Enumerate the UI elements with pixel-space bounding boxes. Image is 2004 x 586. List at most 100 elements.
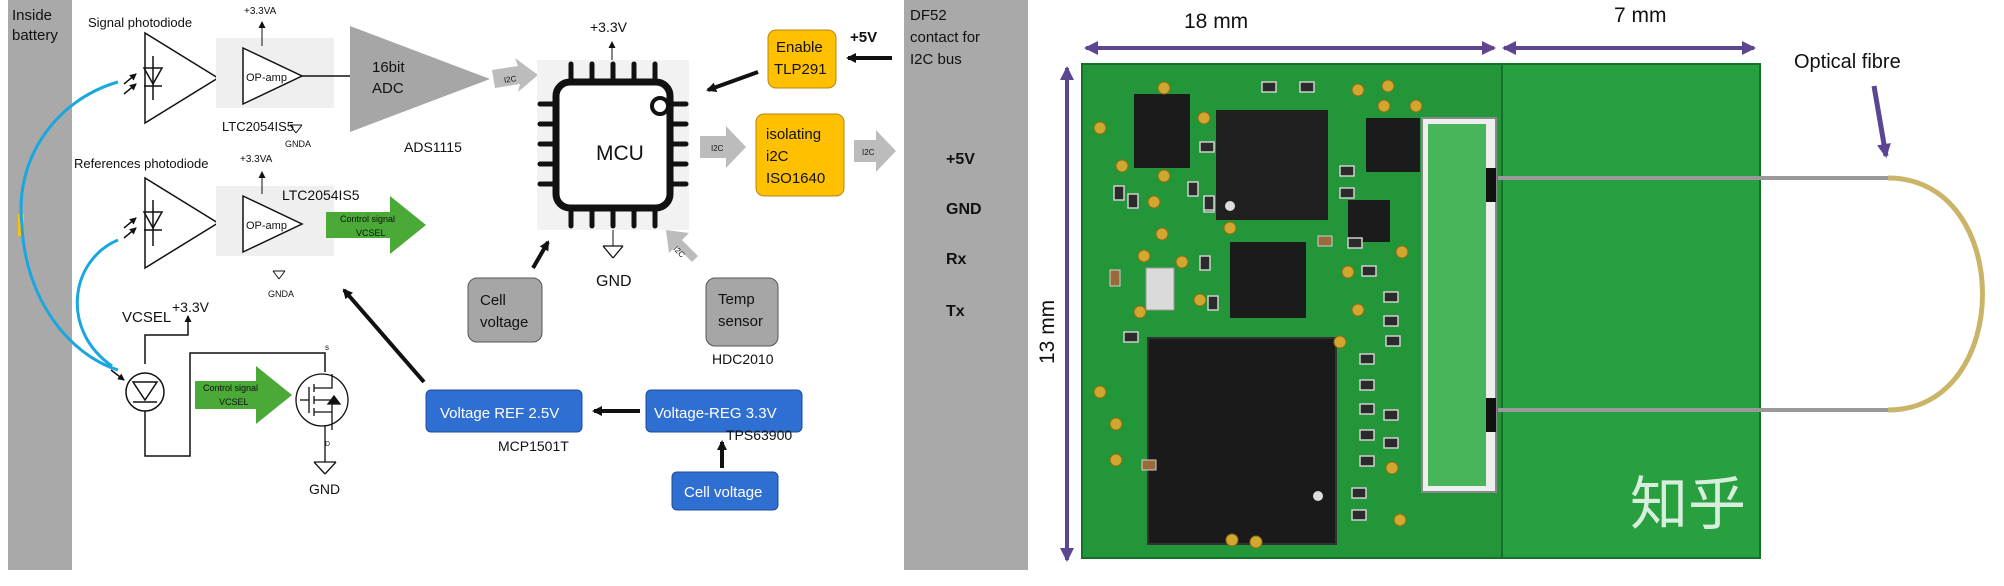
- battery-bar: [8, 0, 72, 570]
- adc-label-1: 16bit: [372, 59, 405, 76]
- cell-voltage-label-2: voltage: [480, 314, 528, 331]
- svg-text:VCSEL: VCSEL: [219, 397, 249, 407]
- dim-13-label: 13 mm: [1036, 300, 1059, 364]
- vdd-3v3va-top: +3.3VA: [244, 6, 277, 17]
- df52-bar: [904, 0, 1028, 570]
- mcu-vdd-label: +3.3V: [590, 19, 628, 35]
- df52-label-1: DF52: [910, 7, 947, 24]
- signal-photodiode-symbol: [123, 56, 164, 100]
- cell-voltage-block: [467, 277, 543, 343]
- isolator-block: [755, 113, 845, 197]
- pcb-render: 18 mm 7 mm 13 mm Optical fibre: [1036, 4, 1985, 562]
- gnda-2-label: GNDA: [268, 289, 294, 299]
- vref-block: [425, 389, 583, 433]
- watermark: 知乎 @木村: [1630, 470, 1938, 538]
- ic-mid: [1230, 242, 1306, 318]
- pcb-passives: [1113, 81, 1401, 521]
- pin-tx: Tx: [946, 303, 965, 320]
- white-sensor: [1145, 267, 1175, 311]
- ic-top-left: [1134, 94, 1190, 168]
- gnda-1-symbol: [289, 124, 303, 134]
- temp-sensor-block: [705, 277, 779, 347]
- enable-label-1: Enable: [776, 39, 823, 56]
- pin-gnd: GND: [946, 201, 982, 218]
- vreg-block: [645, 389, 803, 433]
- i2c-arrow-3: I2C: [854, 130, 896, 172]
- i2c-arrow-4: I2C: [666, 230, 698, 262]
- vdd-3v3va-mid: +3.3VA: [240, 154, 273, 165]
- signal-photodiode-triangle: [144, 31, 220, 125]
- optical-fibre-label: Optical fibre: [1794, 51, 1901, 73]
- temp-sensor-label-1: Temp: [718, 291, 755, 308]
- pcb-extension: [1501, 63, 1761, 559]
- isolator-label-2: i2C: [766, 148, 789, 165]
- ic-large-bottom: [1147, 337, 1337, 545]
- connector-insert: [1428, 124, 1486, 486]
- opamp-triangle-2: [242, 194, 304, 254]
- svg-text:I2C: I2C: [503, 74, 517, 85]
- vreg-part: TPS63900: [726, 427, 792, 443]
- mcu-gnd-label: GND: [596, 273, 632, 290]
- pcb-gold-pads: [1093, 79, 1423, 549]
- fibre-to-vcsel: [20, 224, 119, 372]
- isolator-label-3: ISO1640: [766, 170, 825, 187]
- opamp-part-1: LTC2054IS5: [222, 119, 294, 134]
- pin-5v: +5V: [946, 151, 975, 168]
- ic-large-dot: [1313, 491, 1323, 501]
- connector-clip-bottom: [1486, 398, 1496, 432]
- cell-voltage-blue-block: [671, 471, 779, 511]
- pcb-brown-caps: [1109, 235, 1333, 471]
- svg-text:Control signal: Control signal: [340, 214, 395, 224]
- dim-7-label: 7 mm: [1614, 4, 1667, 27]
- svg-text:Control signal: Control signal: [203, 383, 258, 393]
- svg-text:I2C: I2C: [711, 144, 724, 153]
- vref-label: Voltage REF 2.5V: [440, 405, 559, 422]
- opamp-part-2: LTC2054IS5: [282, 187, 360, 203]
- control-signal-arrow-1: Control signal VCSEL: [326, 196, 426, 254]
- vcsel-circuit: [110, 315, 326, 457]
- plus5v-top-label: +5V: [850, 29, 877, 46]
- adc-label-2: ADC: [372, 80, 404, 97]
- reference-photodiode-triangle: [144, 176, 220, 270]
- vref-part: MCP1501T: [498, 438, 569, 454]
- temp-sensor-part: HDC2010: [712, 351, 774, 367]
- svg-text:I2C: I2C: [862, 148, 875, 157]
- gnda-1-label: GNDA: [285, 139, 311, 149]
- pin-rx: Rx: [946, 251, 967, 268]
- connector-clip-top: [1486, 168, 1496, 202]
- mcu-pin1-dot: [650, 96, 670, 116]
- enable-label-2: TLP291: [774, 61, 827, 78]
- vdd-3v3v: +3.3V: [172, 299, 210, 315]
- signal-photodiode-label: Signal photodiode: [88, 15, 192, 30]
- temp-sensor-label-2: sensor: [718, 313, 763, 330]
- vcsel-label: VCSEL: [122, 309, 171, 326]
- optical-fibre-pointer: [1871, 85, 1891, 158]
- fibre-to-reference: [75, 238, 119, 368]
- ic-small-right: [1366, 118, 1420, 172]
- mcu-chip: [552, 78, 674, 212]
- opamp-triangle-1: [242, 46, 304, 106]
- fibre-to-signal: [19, 80, 119, 226]
- isolator-label-1: isolating: [766, 126, 821, 143]
- cell-to-mcu-arrow: [531, 240, 550, 269]
- ic-top-center: [1216, 110, 1328, 220]
- gnd-left-symbol: [313, 461, 337, 475]
- inside-battery-label-2: battery: [12, 27, 58, 44]
- ic-small-mid: [1348, 200, 1390, 242]
- references-photodiode-label: References photodiode: [74, 156, 208, 171]
- i2c-arrow-1: I2C: [492, 58, 538, 92]
- opamp-label-2: OP-amp: [246, 220, 287, 232]
- vreg-label: Voltage-REG 3.3V: [654, 405, 777, 422]
- gnda-2-symbol: [272, 270, 286, 280]
- vref-to-ref-arrow: [342, 288, 426, 384]
- block-diagram: Inside battery Signal photodiode OP-amp …: [8, 0, 1028, 570]
- df52-label-3: I2C bus: [910, 51, 962, 68]
- enable-to-mcu-arrow: [706, 70, 759, 92]
- optical-fibre-coated: [1887, 175, 1985, 413]
- svg-text:VCSEL: VCSEL: [356, 228, 386, 238]
- adc-block: [350, 26, 490, 132]
- opamp-label-1: OP-amp: [246, 72, 287, 84]
- cell-voltage-blue-label: Cell voltage: [684, 484, 762, 501]
- gnd-left-label: GND: [309, 481, 340, 497]
